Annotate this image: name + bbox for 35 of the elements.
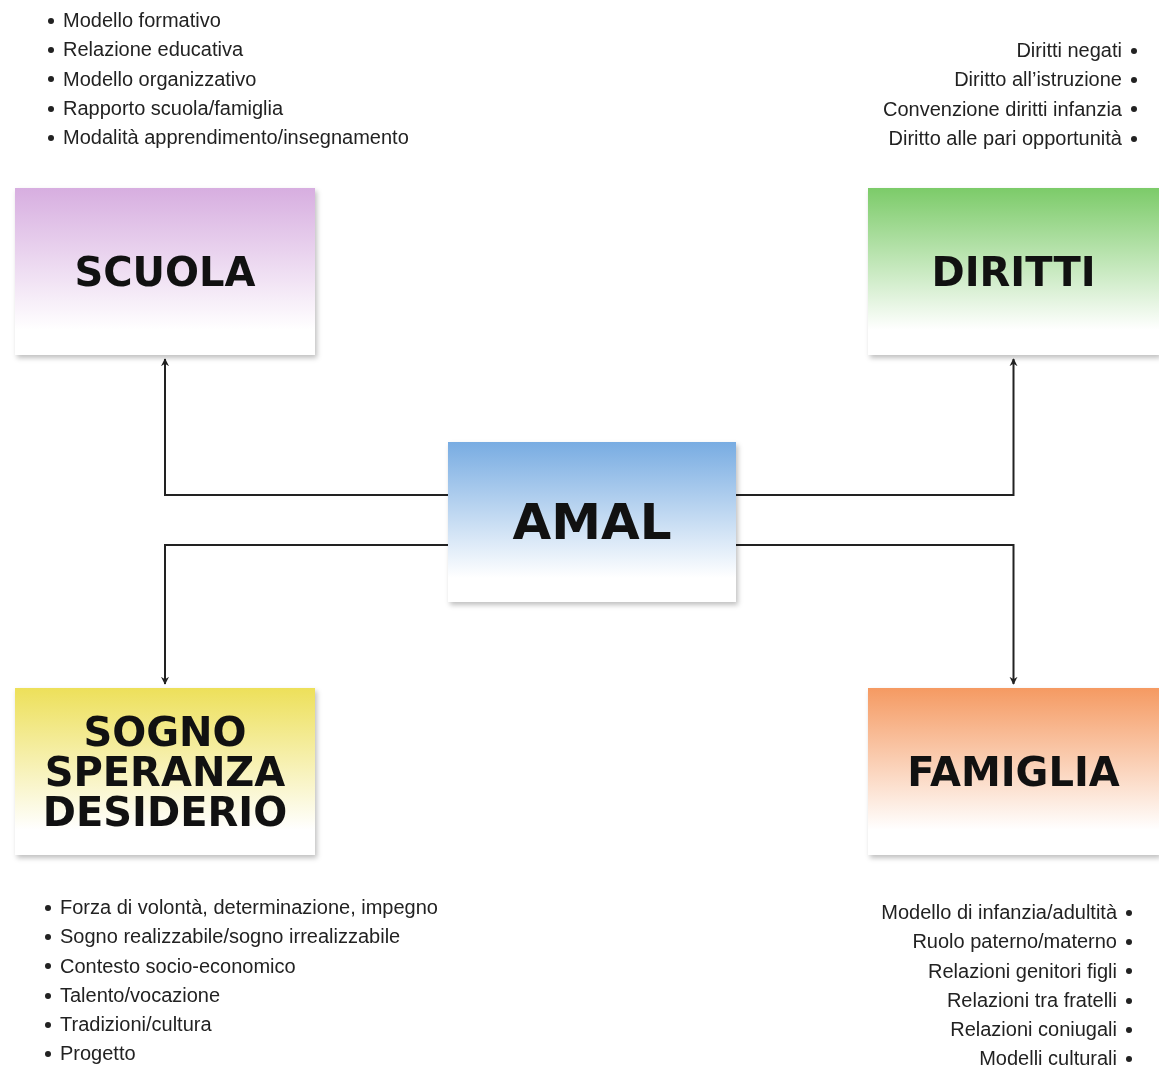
bullet-item: Diritti negati [1016, 38, 1122, 63]
box-title: SOGNO SPERANZA DESIDERIO [41, 711, 289, 832]
bullet-item: Modelli culturali [979, 1046, 1117, 1071]
concept-box [15, 688, 315, 855]
bullet-item: Convenzione diritti infanzia [882, 96, 1122, 122]
bullet-item: Relazioni tra fratelli [946, 987, 1117, 1013]
bullet-item: Diritto all’istruzione [954, 67, 1122, 93]
bullet-item: Ruolo paterno/materno [912, 929, 1117, 955]
box-title: SCUOLA [73, 251, 257, 292]
bullet-item: Tradizioni/cultura [60, 1012, 212, 1038]
arrow [161, 544, 449, 685]
bullet-item: Forza di volontà, determinazione, impegno [60, 895, 438, 920]
arrow [735, 544, 1018, 685]
bullet-item: Contesto socio-economico [60, 953, 296, 979]
bullet-item: Relazioni genitori figli [928, 958, 1117, 984]
bullet-item: Progetto [60, 1041, 136, 1067]
bullet-item: Relazione educativa [63, 37, 244, 63]
arrow [735, 358, 1018, 496]
box-title: AMAL [511, 497, 673, 547]
bullet-item: Modello organizzativo [63, 66, 257, 92]
concept-box [868, 688, 1159, 855]
arrow [161, 358, 449, 496]
box-title: DIRITTI [930, 251, 1097, 292]
bullet-item: Modalità apprendimento/insegnamento [63, 125, 409, 151]
bullet-item: Sogno realizzabile/sogno irrealizzabile [60, 924, 401, 950]
concept-box [15, 188, 315, 355]
bullet-item: Talento/vocazione [60, 982, 221, 1008]
bullet-item: Modello di infanzia/adultità [881, 900, 1117, 925]
box-title: FAMIGLIA [906, 751, 1121, 792]
concept-box [448, 442, 736, 602]
concept-box [868, 188, 1159, 355]
bullet-item: Relazioni coniugali [950, 1017, 1117, 1043]
bullet-item: Diritto alle pari opportunità [888, 125, 1122, 151]
bullet-item: Rapporto scuola/famiglia [63, 95, 284, 121]
bullet-item: Modello formativo [63, 8, 221, 33]
